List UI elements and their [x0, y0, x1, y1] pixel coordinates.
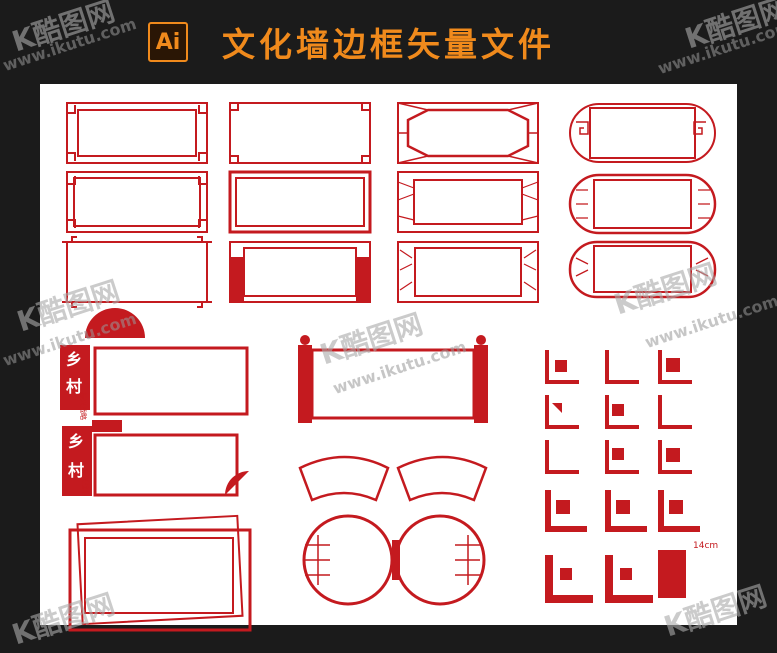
frame-thin-fret-3	[62, 236, 212, 308]
frame-corner-fret-2	[228, 170, 372, 234]
frame-pill-2	[568, 173, 717, 235]
frame-lattice-octagon	[397, 102, 539, 164]
corner-piece-5	[605, 395, 639, 429]
header: Ai 文化墙边框矢量文件	[0, 0, 777, 80]
slogan-2: 振兴战略	[81, 468, 90, 496]
rural-char-4: 村	[68, 461, 84, 480]
page-title: 文化墙边框矢量文件	[222, 25, 555, 64]
slogan-1: 振兴战略	[79, 392, 88, 420]
frame-fan-right	[396, 455, 488, 502]
corner-piece-2	[605, 350, 639, 384]
frame-fan-left	[298, 455, 390, 502]
frame-corner-fret-1	[229, 102, 371, 164]
size-label: 14cm	[693, 541, 718, 551]
frame-pill-1	[569, 103, 716, 163]
corner-piece-14	[605, 555, 653, 603]
frame-thin-fret-1	[66, 102, 208, 164]
frame-scroll	[298, 335, 488, 423]
frame-round-windows	[302, 514, 486, 606]
corner-piece-8	[605, 440, 639, 474]
corner-piece-9	[658, 440, 692, 474]
corner-pieces	[545, 350, 700, 603]
frame-layered	[68, 514, 252, 632]
corner-piece-1	[545, 350, 579, 384]
corner-piece-4	[545, 395, 579, 429]
frame-pillars	[229, 241, 371, 303]
frame-rural-1	[60, 308, 249, 416]
rural-char-2: 村	[66, 377, 82, 396]
corner-piece-12	[658, 490, 700, 532]
frame-lattice-sides	[397, 241, 539, 303]
corner-piece-7	[545, 440, 579, 474]
frame-pill-3	[568, 240, 717, 299]
corner-piece-10	[545, 490, 587, 532]
illustrator-badge: Ai	[148, 22, 188, 62]
corner-piece-3	[658, 350, 692, 384]
corner-piece-6	[658, 395, 692, 429]
rural-char-3: 乡	[68, 432, 84, 451]
rural-char-1: 乡	[66, 350, 82, 369]
corner-piece-13	[545, 555, 593, 603]
frame-thin-fret-2	[66, 171, 208, 233]
frame-rural-2	[62, 420, 249, 497]
frame-lattice-full	[397, 171, 539, 233]
corner-piece-11	[605, 490, 647, 532]
corner-piece-15	[658, 550, 686, 598]
